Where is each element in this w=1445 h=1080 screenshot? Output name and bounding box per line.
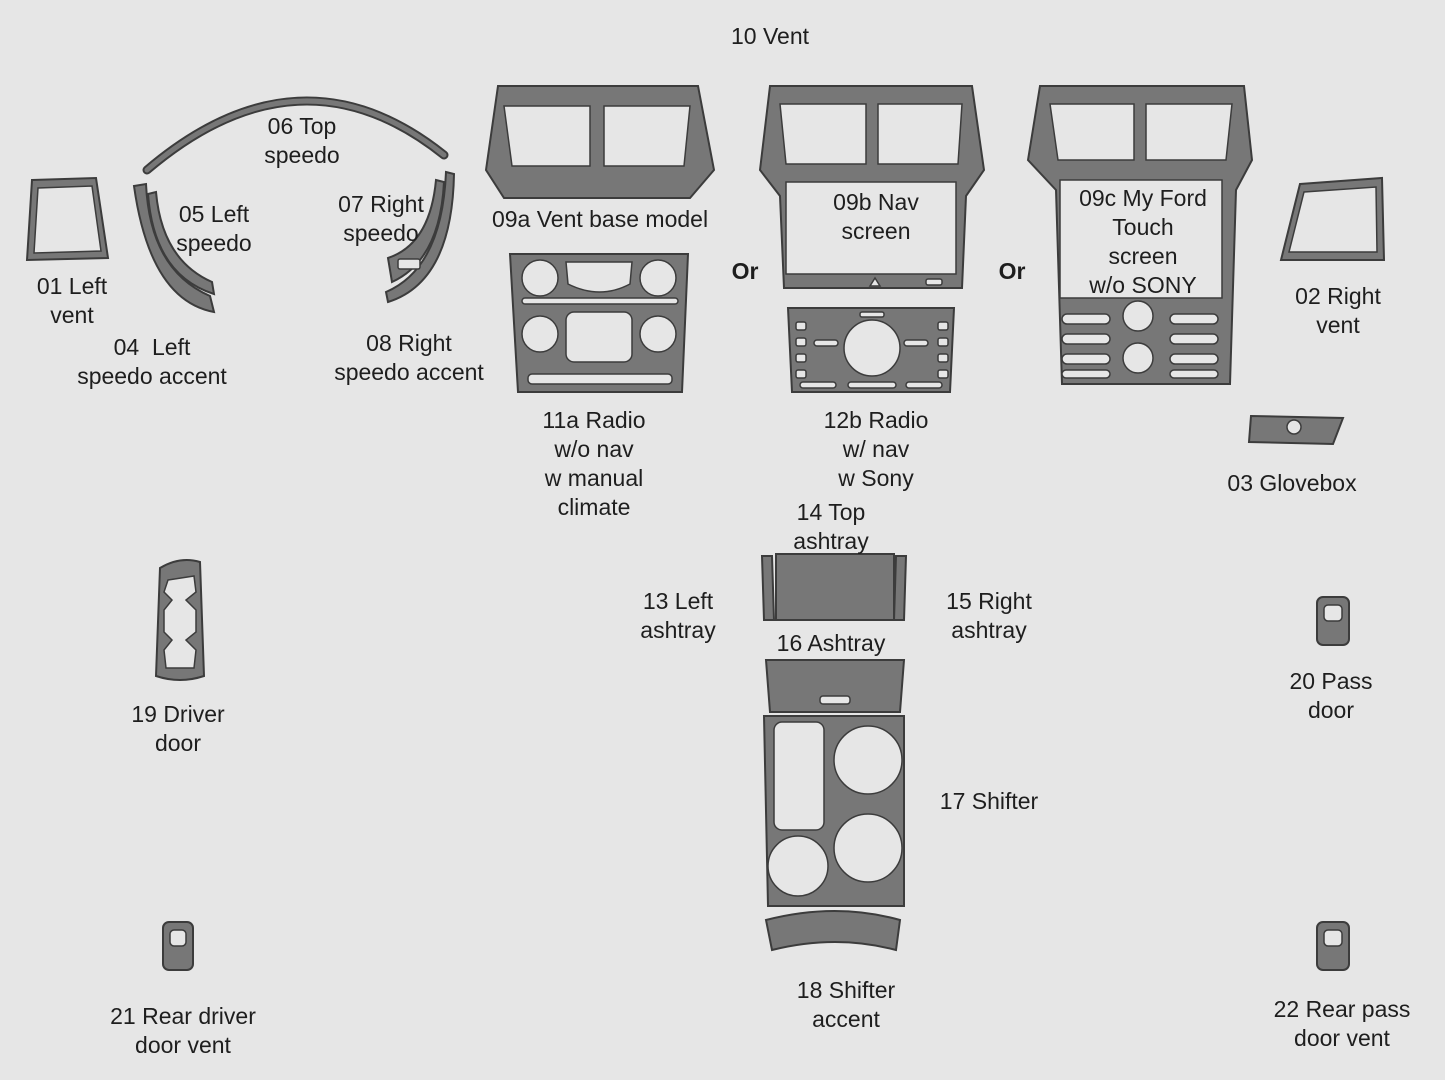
part-18-shifter-accent bbox=[764, 910, 902, 952]
part-02-right-vent bbox=[1279, 176, 1386, 261]
part-21-rear-driver-vent bbox=[162, 921, 194, 971]
label-10-vent: 10 Vent bbox=[730, 23, 810, 49]
label-05-left-speedo: 05 Left speedo bbox=[176, 201, 252, 256]
part-20-pass-door bbox=[1316, 596, 1350, 646]
label-11a-radio: 11a Radio w/o nav w manual climate bbox=[542, 407, 646, 520]
part-13-left-ashtray bbox=[760, 555, 776, 621]
part-09a-vent-base bbox=[484, 85, 716, 199]
label-18-shifter-accent: 18 Shifter accent bbox=[796, 977, 896, 1032]
label-08-right-speedo-accent: 08 Right speedo accent bbox=[334, 330, 484, 385]
label-14-top-ashtray: 14 Top ashtray bbox=[793, 499, 869, 554]
label-16-ashtray: 16 Ashtray bbox=[776, 630, 886, 656]
part-03-glovebox bbox=[1247, 414, 1345, 446]
part-22-rear-pass-vent bbox=[1316, 921, 1350, 971]
part-08-right-speedo-accent bbox=[386, 178, 446, 284]
part-09c-my-ford-touch bbox=[1026, 85, 1254, 385]
part-17-shifter bbox=[762, 715, 905, 907]
label-09c-my-ford-touch: 09c My Ford Touch screen w/o SONY bbox=[1079, 185, 1207, 298]
part-16-ashtray bbox=[764, 659, 906, 713]
part-11a-radio bbox=[508, 253, 690, 393]
label-22-rear-pass-vent: 22 Rear pass door vent bbox=[1273, 996, 1411, 1051]
label-15-right-ashtray: 15 Right ashtray bbox=[946, 588, 1032, 643]
label-01-left-vent: 01 Left vent bbox=[36, 273, 108, 328]
label-12b-radio: 12b Radio w/ nav w Sony bbox=[823, 407, 929, 491]
label-21-rear-driver-vent: 21 Rear driver door vent bbox=[110, 1003, 256, 1058]
label-19-driver-door: 19 Driver door bbox=[131, 701, 225, 756]
label-07-right-speedo: 07 Right speedo bbox=[338, 191, 424, 246]
part-06-top-speedo bbox=[142, 96, 449, 175]
part-19-driver-door bbox=[154, 559, 206, 681]
label-02-right-vent: 02 Right vent bbox=[1295, 283, 1381, 338]
part-04-left-speedo-accent bbox=[146, 190, 216, 296]
label-17-shifter: 17 Shifter bbox=[939, 788, 1039, 814]
label-06-top-speedo: 06 Top speedo bbox=[264, 113, 340, 168]
part-12b-radio bbox=[786, 307, 956, 393]
label-09a-vent-base: 09a Vent base model bbox=[491, 206, 709, 232]
part-14-top-ashtray bbox=[775, 553, 895, 621]
part-09b-nav-screen bbox=[758, 85, 986, 289]
label-20-pass-door: 20 Pass door bbox=[1289, 668, 1373, 723]
label-04-left-speedo-accent: 04 Left speedo accent bbox=[77, 334, 227, 389]
label-03-glovebox: 03 Glovebox bbox=[1227, 470, 1357, 496]
part-07-right-speedo bbox=[384, 170, 456, 304]
part-01-left-vent bbox=[25, 176, 110, 262]
part-15-right-ashtray bbox=[892, 555, 908, 621]
label-or-2: Or bbox=[998, 258, 1026, 284]
label-13-left-ashtray: 13 Left ashtray bbox=[640, 588, 716, 643]
label-or-1: Or bbox=[731, 258, 759, 284]
label-09b-nav-screen: 09b Nav screen bbox=[833, 189, 919, 244]
